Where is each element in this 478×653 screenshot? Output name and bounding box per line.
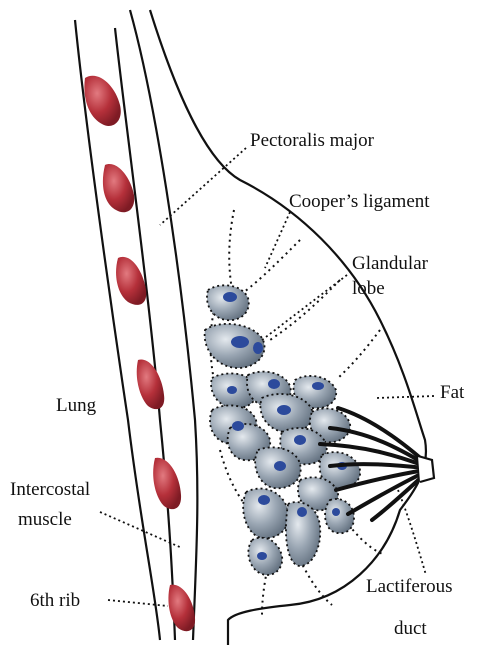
leader-glandular: [262, 275, 347, 340]
rib-segment-icon: [116, 257, 146, 305]
label-fat: Fat: [440, 382, 465, 403]
rib-segment-icon: [153, 458, 181, 509]
rib-segment-icon: [103, 164, 134, 212]
leader-fat: [376, 396, 434, 398]
label-lung: Lung: [56, 395, 97, 416]
ribs: [84, 76, 195, 631]
rib-segment-icon: [84, 76, 120, 126]
label-glandular-line-2: lobe: [352, 278, 385, 299]
chest-wall-line-3: [130, 10, 197, 640]
chest-wall-line-2: [115, 28, 175, 640]
lobe-core: [277, 405, 291, 415]
lobe-core: [294, 435, 306, 445]
leader-pectoralis: [160, 148, 246, 225]
glandular-lobe-icon: [207, 285, 249, 320]
glandular-lobe-icon: [325, 499, 354, 533]
rib-segment-icon: [168, 585, 195, 632]
nipple: [418, 456, 434, 482]
ligament-line: [244, 240, 300, 292]
lobe-core: [274, 461, 286, 471]
label-glandular-line-1: Glandular: [352, 253, 429, 274]
ligament-line: [338, 330, 380, 378]
lobe-core: [257, 552, 267, 560]
leader-lactiferous: [398, 490, 426, 575]
label-lactiferous-line-2: duct: [394, 618, 427, 639]
lobe-core: [253, 342, 263, 354]
rib-segment-icon: [137, 359, 165, 409]
label-intercostal-line-1: Intercostal: [10, 479, 90, 500]
label-coopers-ligament: Cooper’s ligament: [289, 191, 430, 212]
lobe-core: [297, 507, 307, 517]
ligament-line: [229, 210, 234, 290]
lobe-core: [258, 495, 270, 505]
label-lactiferous-line-1: Lactiferous: [366, 576, 453, 597]
ligament-line: [270, 280, 340, 340]
lobe-core: [268, 379, 280, 389]
ligament-line: [300, 560, 332, 605]
lobe-core: [312, 382, 324, 390]
lobe-core: [232, 421, 244, 431]
label-6th-rib: 6th rib: [30, 590, 80, 611]
lobe-core: [227, 386, 237, 394]
label-intercostal-line-2: muscle: [18, 509, 72, 530]
leader-rib: [108, 600, 168, 606]
label-pectoralis-major: Pectoralis major: [250, 130, 375, 151]
lobe-core: [223, 292, 237, 302]
lobe-core: [332, 508, 340, 516]
leader-cooper: [265, 212, 290, 268]
lobe-core: [231, 336, 249, 348]
